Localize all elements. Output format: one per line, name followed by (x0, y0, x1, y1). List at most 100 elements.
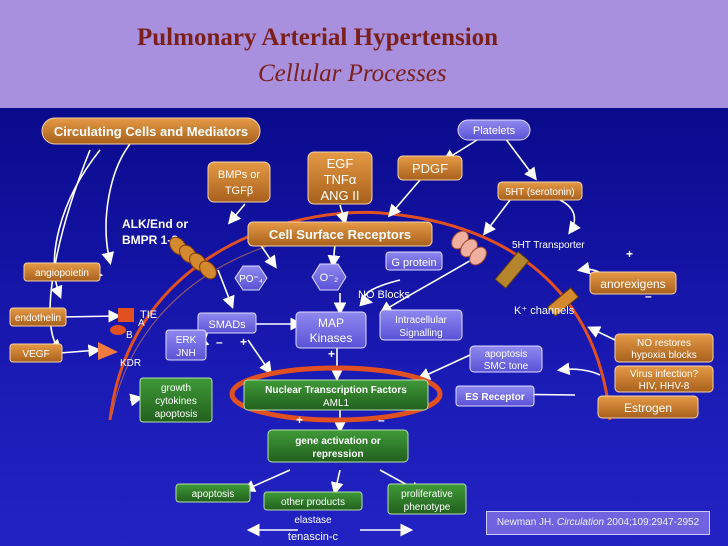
tie-label: TIE (140, 309, 157, 321)
ntf-node: Nuclear Transcription Factors AML1 (229, 365, 443, 423)
page-title: Pulmonary Arterial Hypertension (137, 24, 499, 51)
smads-node: SMADs (197, 312, 257, 334)
ntf-minus-sign: – (378, 413, 385, 427)
svg-text:apoptosis: apoptosis (155, 409, 198, 420)
map-plus-sign: + (328, 347, 335, 361)
svg-text:ANG II: ANG II (320, 188, 359, 203)
pdgf-node: PDGF (397, 155, 463, 181)
svg-text:JNH: JNH (176, 348, 195, 359)
anorex-plus-sign: + (626, 247, 633, 261)
no-restores-node: NO restores hypoxia blocks (614, 333, 714, 363)
k-channel-icon (546, 287, 580, 317)
page-subtitle: Cellular Processes (258, 60, 447, 87)
svg-text:PO⁼₄: PO⁼₄ (239, 274, 263, 285)
alk-label: ALK/End or BMPR 1-2 (122, 217, 188, 247)
svg-text:SMC tone: SMC tone (484, 361, 529, 372)
estrogen-node: Estrogen (597, 395, 699, 419)
svg-text:VEGF: VEGF (22, 349, 49, 360)
apoptosis-smc-node: apoptosis SMC tone (469, 345, 543, 373)
k-channels-label: K⁺ channels (514, 305, 575, 317)
svg-text:MAP: MAP (318, 316, 344, 330)
map-kinases-node: MAP Kinases (295, 311, 367, 349)
tenascin-label: tenascin-c (288, 531, 339, 543)
svg-text:apoptosis: apoptosis (485, 349, 528, 360)
svg-text:Circulating Cells and Mediator: Circulating Cells and Mediators (54, 124, 248, 139)
svg-text:Cell Surface Receptors: Cell Surface Receptors (269, 227, 411, 242)
svg-text:Intracellular: Intracellular (395, 315, 447, 326)
egf-node: EGF TNFα ANG II (307, 151, 373, 205)
svg-text:ALK/End or: ALK/End or (122, 217, 188, 231)
svg-text:EGF: EGF (327, 156, 354, 171)
svg-text:BMPs or: BMPs or (218, 169, 261, 181)
other-products-node: other products (263, 491, 363, 511)
svg-text:PDGF: PDGF (412, 161, 448, 176)
svg-text:Kinases: Kinases (310, 331, 353, 345)
citation-ref: 2004;109:2947-2952 (606, 517, 700, 528)
gprotein-node: G protein (385, 251, 443, 271)
svg-text:5HT (serotonin): 5HT (serotonin) (505, 187, 574, 198)
svg-text:anorexigens: anorexigens (600, 277, 665, 291)
erk-plus-sign: + (240, 335, 247, 349)
svg-text:G protein: G protein (391, 257, 436, 269)
gene-activation-node: gene activation or repression (267, 429, 409, 463)
svg-text:endothelin: endothelin (15, 313, 61, 324)
svg-text:angiopoietin: angiopoietin (35, 268, 89, 279)
kdr-label: KDR (120, 358, 141, 369)
svg-text:Nuclear Transcription Factors: Nuclear Transcription Factors (265, 385, 407, 396)
svg-text:Estrogen: Estrogen (624, 401, 672, 415)
intracellular-node: Intracellular Signalling (379, 309, 463, 341)
title-banner: Pulmonary Arterial Hypertension Cellular… (0, 0, 728, 108)
anorexigens-node: anorexigens (589, 271, 677, 295)
angiopoietin-node: angiopoietin (23, 262, 101, 282)
svg-text:O⁻₂: O⁻₂ (320, 272, 339, 284)
svg-text:BMPR 1-2: BMPR 1-2 (122, 233, 178, 247)
svg-text:hypoxia blocks: hypoxia blocks (631, 350, 697, 361)
o2-hexagon: O⁻₂ (311, 263, 347, 291)
svg-text:TNFα: TNFα (324, 172, 357, 187)
vegf-node: VEGF (9, 343, 63, 363)
erk-node: ERK JNH (165, 329, 207, 361)
anorex-minus-sign: – (645, 289, 652, 303)
proliferative-node: proliferative phenotype (387, 483, 467, 515)
bmps-node: BMPs or TGFβ (207, 161, 271, 203)
serotonin-node: 5HT (serotonin) (497, 181, 583, 201)
svg-text:ERK: ERK (176, 335, 197, 346)
apoptosis-node: apoptosis (175, 483, 251, 503)
transporter-icon (494, 251, 530, 289)
svg-text:other products: other products (281, 497, 345, 508)
a-label: A (138, 318, 145, 329)
elastase-label: elastase (294, 515, 332, 526)
svg-text:phenotype: phenotype (404, 502, 451, 513)
po4-hexagon: PO⁼₄ (234, 265, 268, 291)
growth-node: growth cytokines apoptosis (139, 377, 213, 423)
cell-surface-node: Cell Surface Receptors (247, 221, 433, 247)
svg-text:repression: repression (312, 449, 363, 460)
transporter-label: 5HT Transporter (512, 240, 585, 251)
b-label: B (126, 330, 133, 341)
svg-text:cytokines: cytokines (155, 396, 197, 407)
svg-text:ES Receptor: ES Receptor (465, 392, 525, 403)
citation-author: Newman JH. (496, 517, 555, 528)
svg-text:SMADs: SMADs (208, 319, 246, 331)
svg-text:proliferative: proliferative (401, 489, 453, 500)
es-receptor-node: ES Receptor (455, 385, 535, 407)
platelets-node: Platelets (457, 119, 531, 141)
no-blocks-label: NO Blocks (358, 289, 410, 301)
citation-journal: Circulation (556, 517, 605, 528)
virus-node: Virus infection? HIV, HHV-8 (614, 365, 714, 393)
svg-text:Signalling: Signalling (399, 328, 442, 339)
ntf-plus-sign: + (296, 413, 303, 427)
circulating-node: Circulating Cells and Mediators (41, 117, 261, 145)
erk-minus-sign: – (216, 335, 223, 349)
pdgf-receptor-icon (451, 230, 487, 266)
svg-text:AML1: AML1 (323, 398, 350, 409)
svg-text:gene activation or: gene activation or (295, 436, 381, 447)
svg-text:HIV, HHV-8: HIV, HHV-8 (639, 381, 690, 392)
endothelin-node: endothelin (9, 307, 67, 327)
tie-receptor-icon (98, 308, 134, 360)
svg-text:growth: growth (161, 383, 191, 394)
svg-text:apoptosis: apoptosis (192, 489, 235, 500)
svg-text:TGFβ: TGFβ (225, 185, 253, 197)
svg-text:Virus infection?: Virus infection? (630, 369, 699, 380)
